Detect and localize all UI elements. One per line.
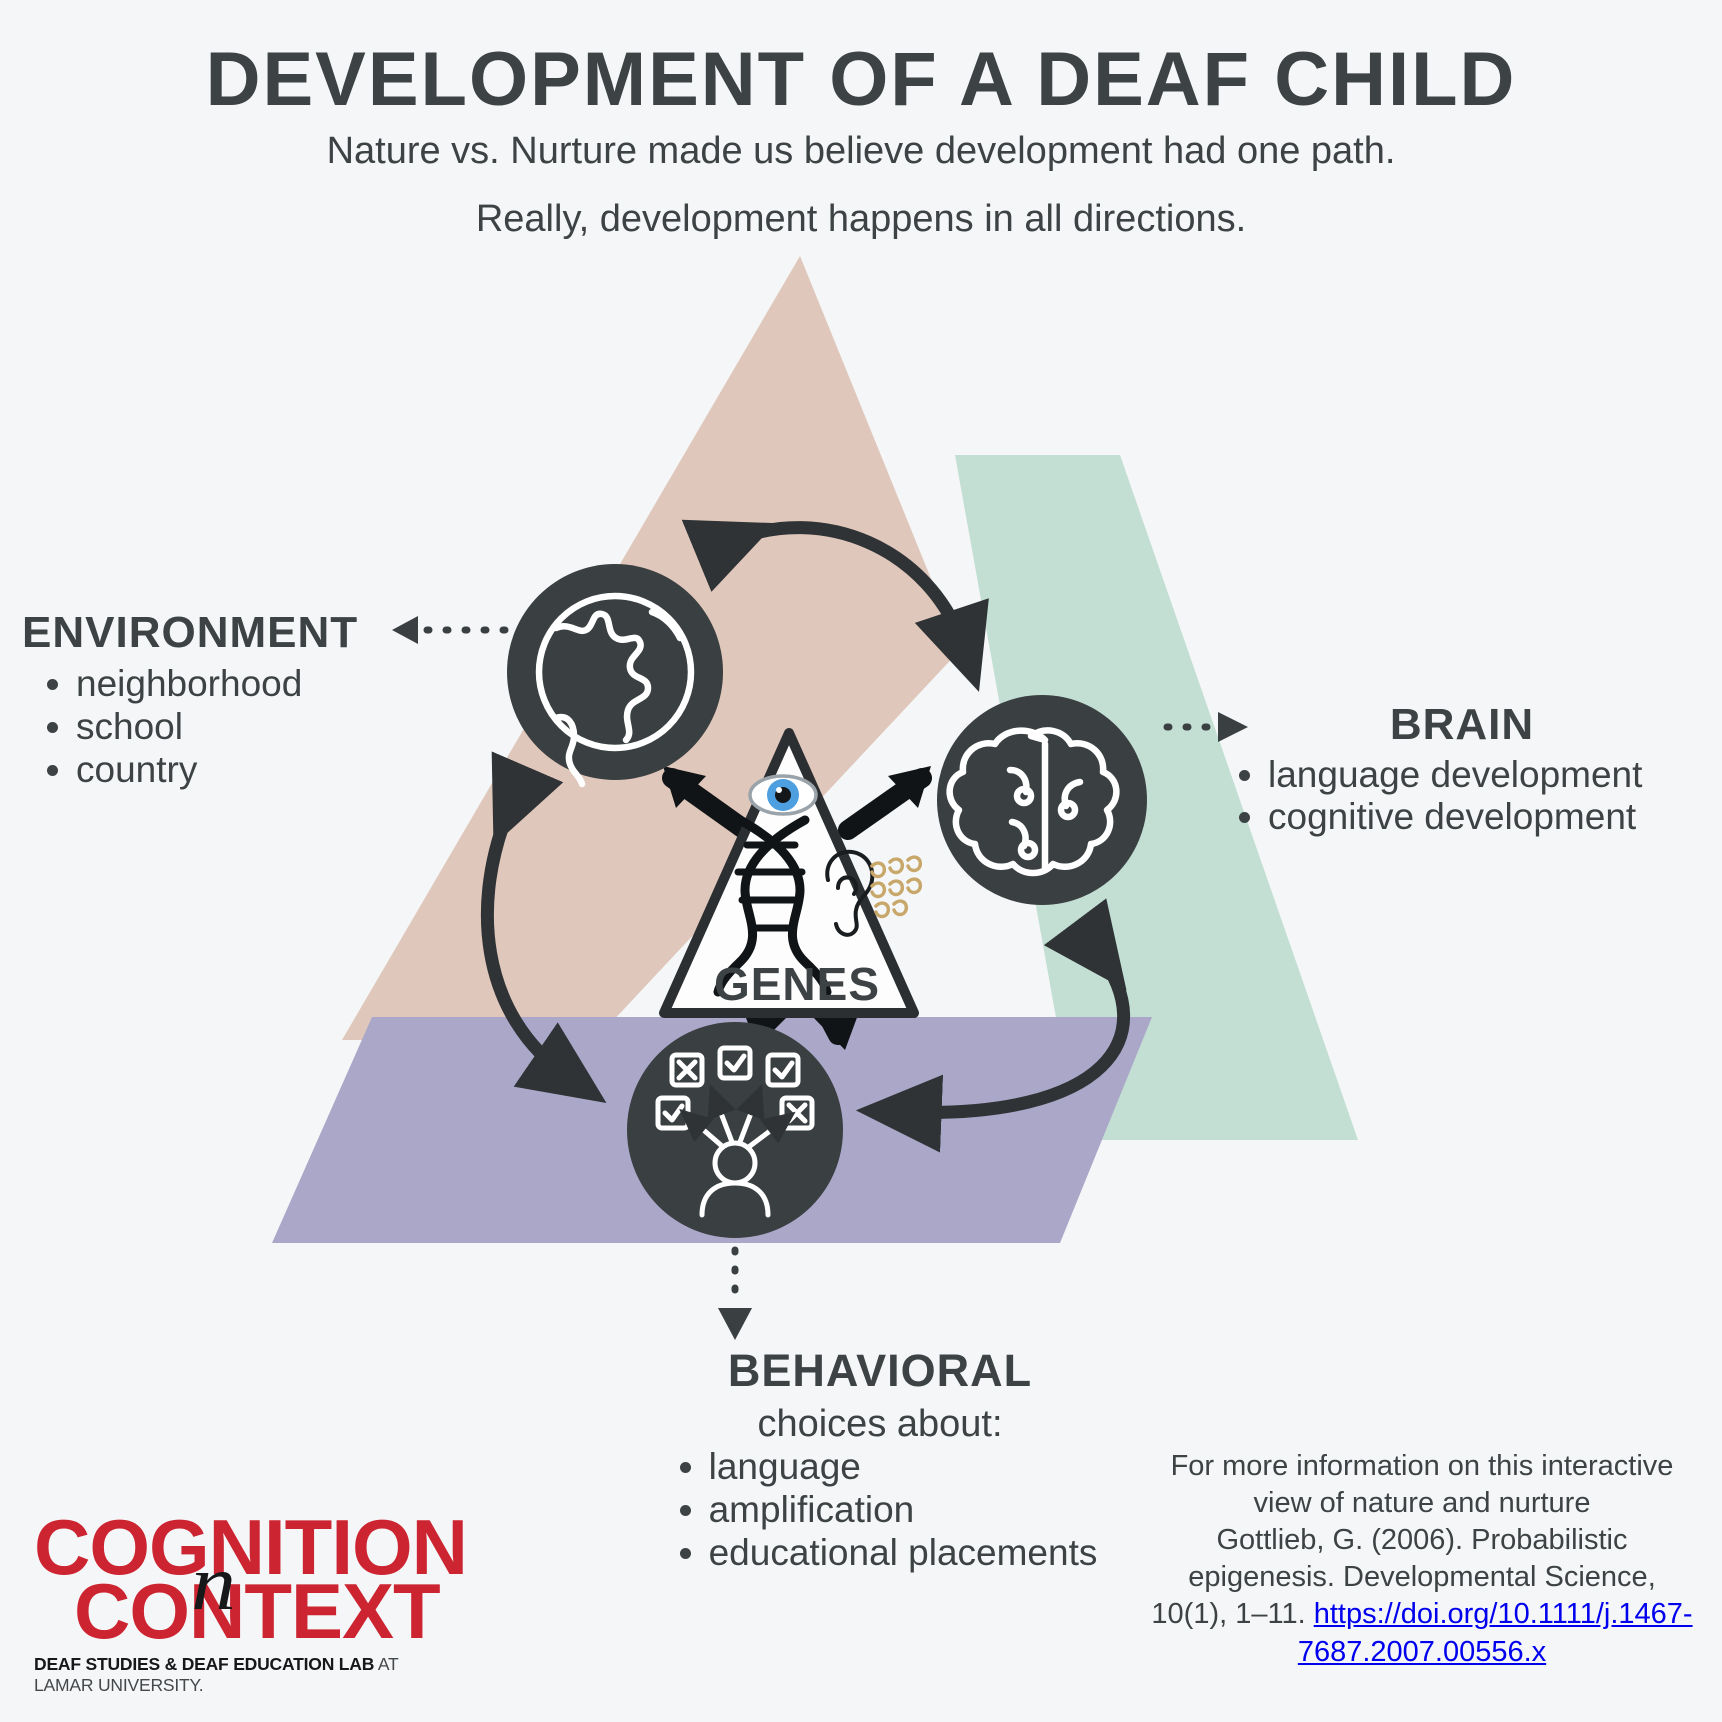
logo-connector-n: n	[191, 1539, 236, 1626]
behavioral-sublabel: choices about:	[757, 1403, 1003, 1445]
list-item: school	[76, 707, 442, 746]
subtitle-line-1: Nature vs. Nurture made us believe devel…	[326, 130, 1396, 172]
doi-link-part-1[interactable]: https://doi.org/10.1111/j.1467-	[1313, 1598, 1693, 1631]
list-item: amplification	[709, 1490, 1098, 1530]
brain-list: language development cognitive developme…	[1222, 756, 1702, 835]
brain-heading: BRAIN	[1389, 700, 1535, 749]
genes-triangle[interactable]: GENES	[659, 728, 923, 1018]
environment-list: neighborhood school country	[22, 664, 442, 790]
environment-heading: ENVIRONMENT	[22, 608, 359, 657]
citation-line-1: For more information on this interactive	[1170, 1450, 1674, 1482]
citation-line-4: epigenesis. Developmental Science,	[1188, 1561, 1656, 1594]
pointer-environment	[392, 616, 509, 644]
list-item: educational placements	[709, 1533, 1098, 1573]
dna-icon	[713, 815, 832, 997]
list-item: neighborhood	[76, 664, 442, 703]
list-item: language	[709, 1447, 1098, 1487]
globe-icon	[535, 592, 695, 788]
environment-panel: ENVIRONMENT neighborhood school country	[22, 608, 442, 794]
behavioral-circle[interactable]	[627, 1022, 843, 1238]
genes-label: GENES	[714, 958, 880, 1010]
page-title: DEVELOPMENT OF A DEAF CHILD	[205, 37, 1517, 122]
pointer-brain	[1163, 712, 1248, 742]
arrow-brain-behavioral	[855, 898, 1130, 1153]
brain-icon	[946, 727, 1120, 877]
citation-pages: 10(1), 1–11.	[1151, 1598, 1314, 1631]
brain-panel: BRAIN language development cognitive dev…	[1222, 700, 1702, 839]
behavioral-list: language amplification educational place…	[663, 1447, 1098, 1577]
sound-waves-icon	[870, 855, 923, 919]
decision-person-icon	[655, 1045, 815, 1218]
behavioral-panel: BEHAVIORAL choices about: language ampli…	[600, 1345, 1160, 1577]
citation-line-3: Gottlieb, G. (2006). Probabilistic	[1216, 1524, 1628, 1557]
list-item: country	[76, 750, 442, 789]
arrow-environment-behavioral	[480, 751, 607, 1104]
logo-word-context: CONTEXT	[74, 1566, 441, 1655]
subtitle-line-2: Really, development happens in all direc…	[475, 198, 1247, 240]
logo-word-cognition: COGNITION	[34, 1503, 468, 1591]
lab-logo: COGNITION CONTEXT n DEAF STUDIES & DEAF …	[34, 1503, 468, 1696]
citation-block: For more information on this interactive…	[1128, 1448, 1716, 1671]
eye-icon	[748, 774, 818, 816]
behavioral-heading: BEHAVIORAL	[727, 1345, 1033, 1396]
ear-icon	[825, 849, 875, 937]
citation-line-2: view of nature and nurture	[1253, 1487, 1591, 1520]
list-item: cognitive development	[1268, 797, 1702, 836]
arrow-environment-brain	[681, 519, 989, 692]
environment-circle[interactable]	[507, 564, 723, 788]
pointer-behavioral	[718, 1246, 752, 1340]
logo-tagline-rest: AT LAMAR UNIVERSITY.	[34, 1653, 399, 1695]
brain-circle[interactable]	[937, 695, 1147, 905]
doi-link-part-2[interactable]: 7687.2007.00556.x	[1297, 1635, 1547, 1668]
logo-tagline-bold: DEAF STUDIES & DEAF EDUCATION LAB	[34, 1653, 375, 1674]
logo-tagline: DEAF STUDIES & DEAF EDUCATION LAB AT LAM…	[34, 1654, 454, 1696]
list-item: language development	[1268, 756, 1702, 794]
